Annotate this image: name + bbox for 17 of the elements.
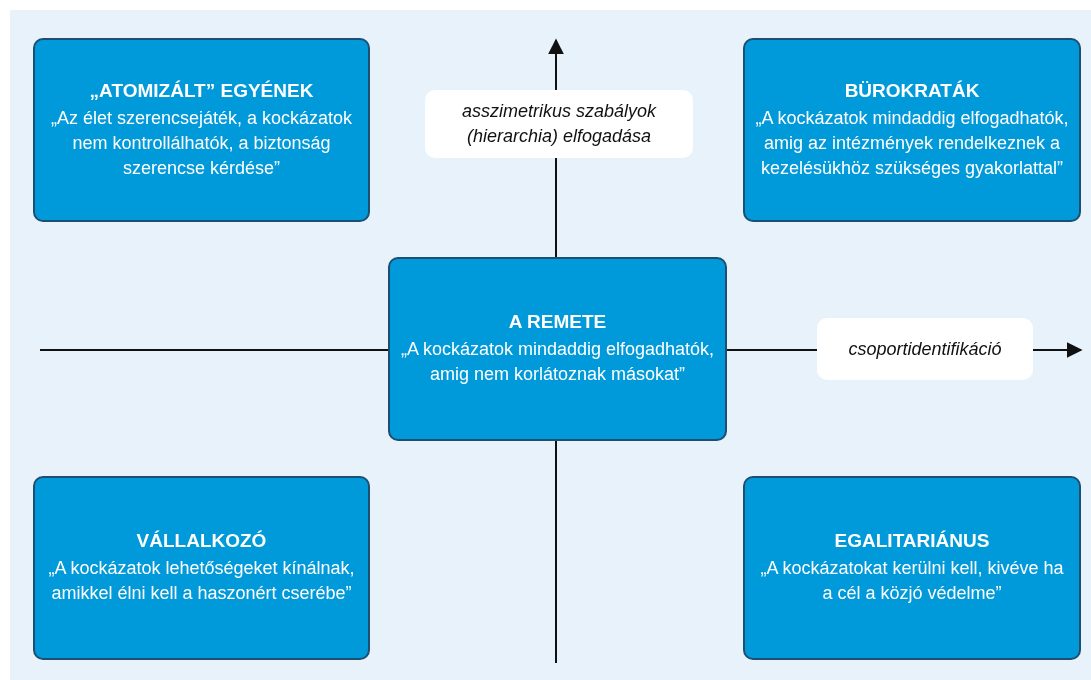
quote-text: „A kockázatok lehetőségeket kínálnak, amikkel élni kell a haszonért cserébe” (47, 557, 356, 605)
axis-label: asszimetrikus szabályok (hierarchia) elfogadása (425, 90, 693, 158)
quote-text: „A kockázatok mindaddig elfogadhatók, amig az intézmények rendelkeznek a kezelésükhöz szükséges gyakorlattal” (755, 106, 1069, 180)
box-heading: BÜROKRATÁK (844, 79, 980, 102)
box-heading: VÁLLALKOZÓ (136, 530, 267, 552)
category-box (743, 38, 1081, 222)
category-box (388, 257, 727, 441)
box-heading: A REMETE (508, 311, 607, 333)
box-heading: EGALITARIÁNUS (834, 530, 990, 552)
quote-text: „A kockázatokat kerülni kell, kivéve ha a cél a közjó védelme” (759, 557, 1065, 605)
category-box (743, 476, 1081, 660)
box-heading: „ATOMIZÁLT” EGYÉNEK (89, 79, 314, 102)
axis-label: csoportidentifikáció (817, 318, 1033, 380)
category-box (33, 476, 370, 660)
quote-text: „Az élet szerencsejáték, a kockázatok nem kontrollálhatók, a biztonság szerencse kérdése” (49, 106, 354, 180)
quote-text: „A kockázatok mindaddig elfogadhatók, amig nem korlátoznak másokat” (400, 338, 715, 386)
category-box (33, 38, 370, 222)
